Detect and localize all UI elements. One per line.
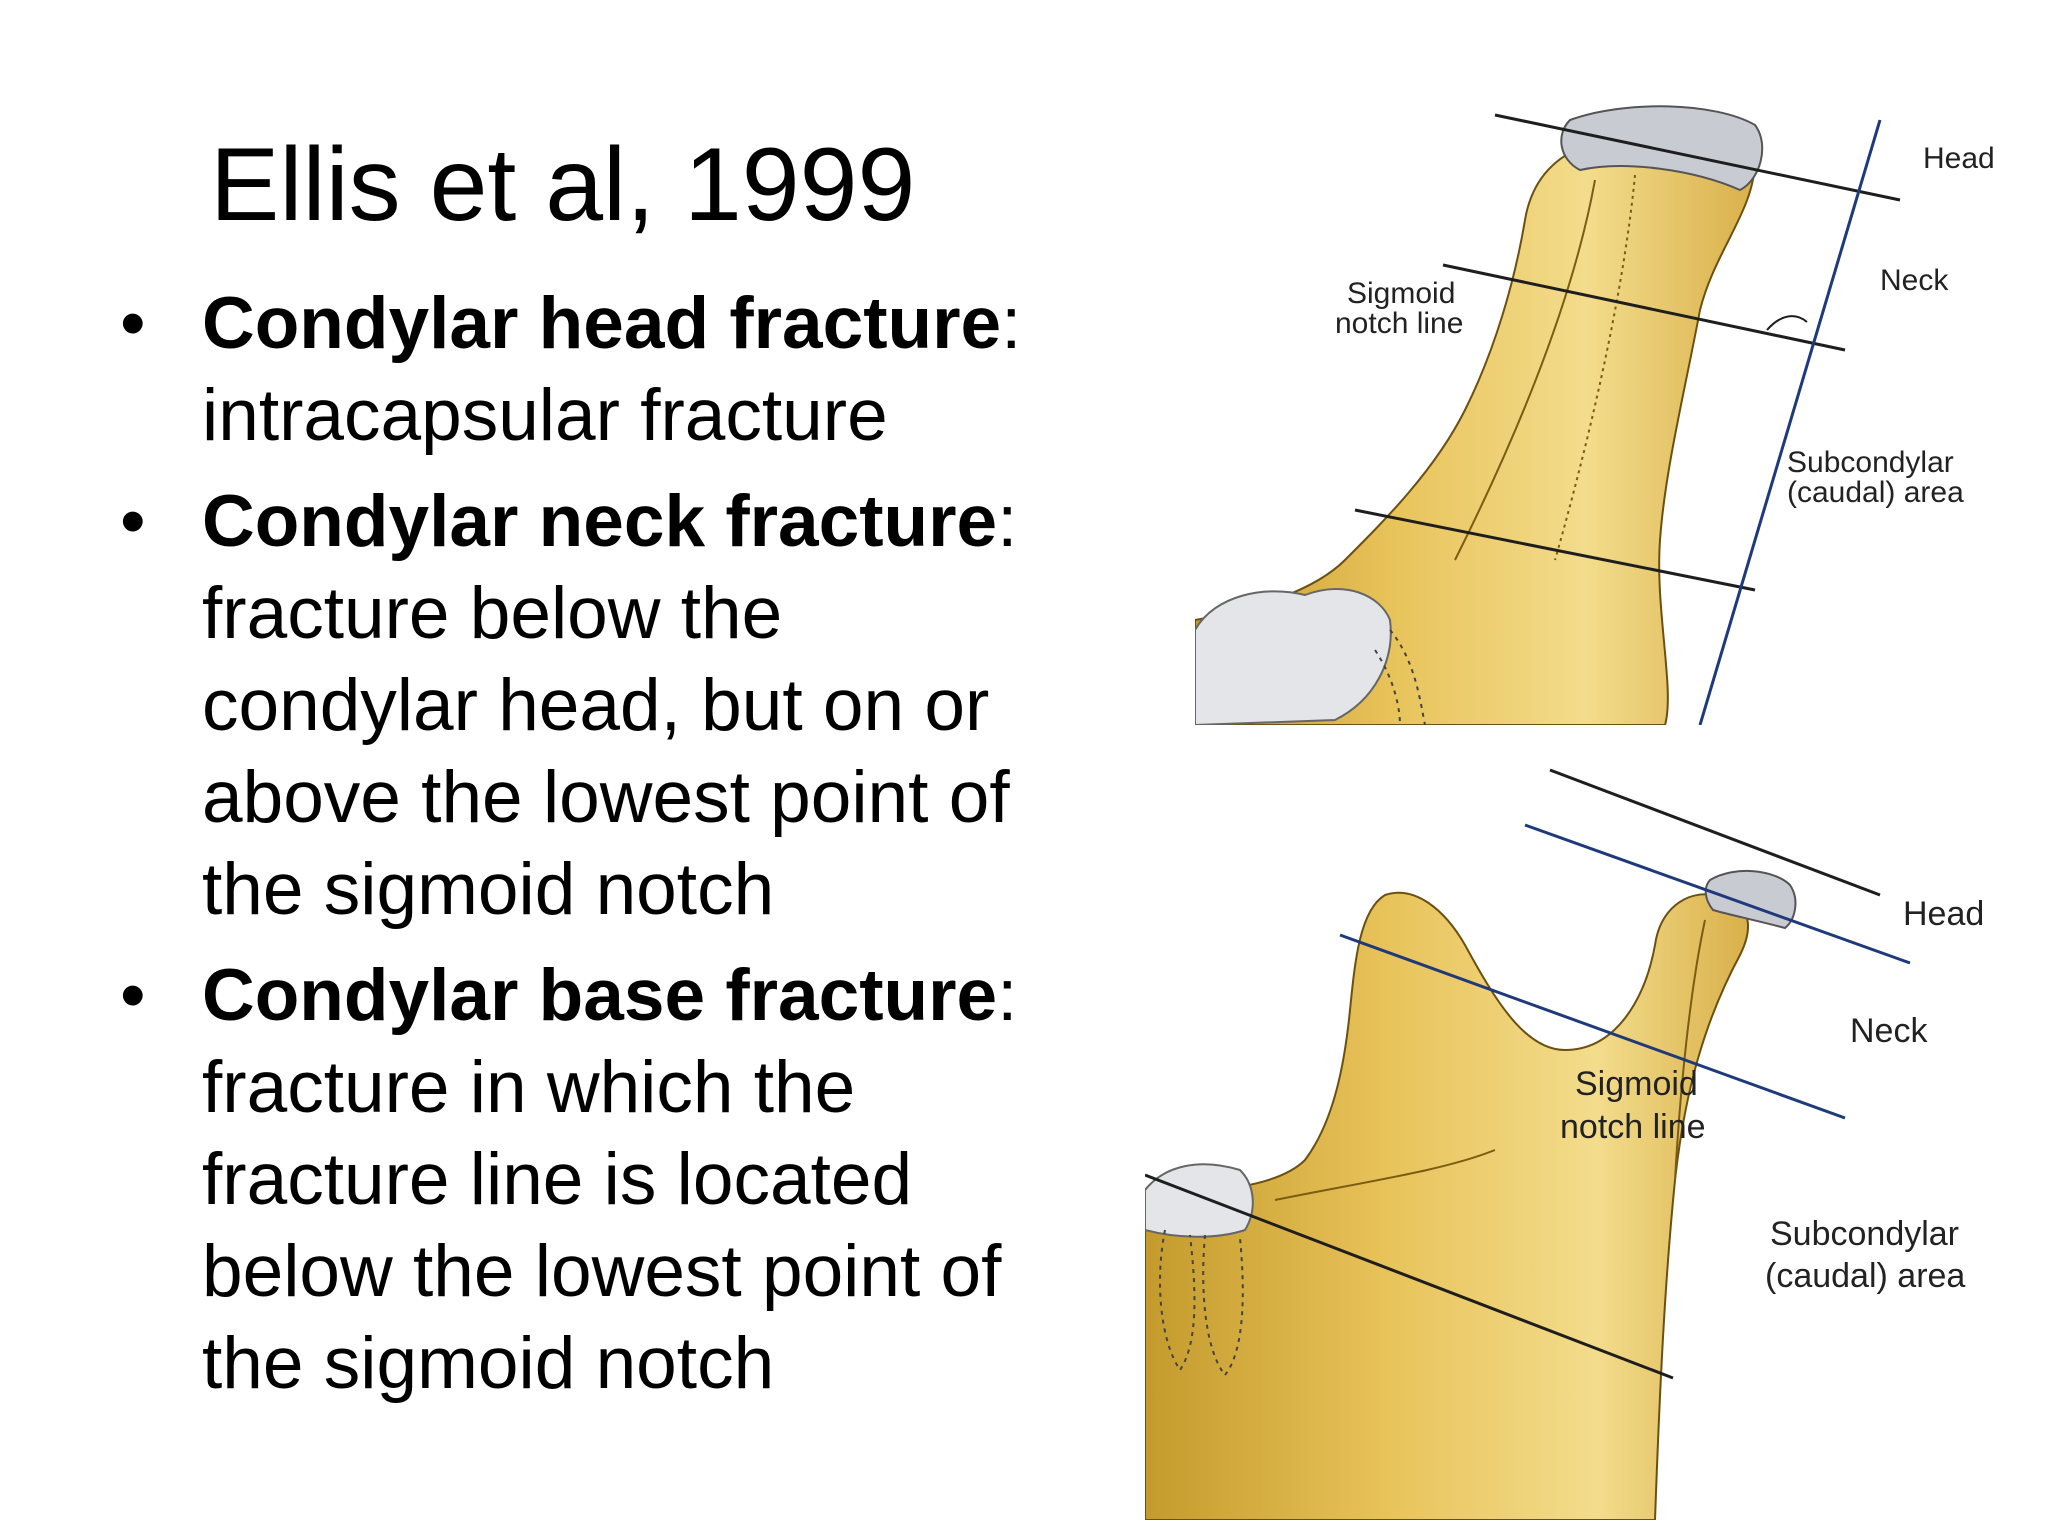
condyle-illustration-bottom: Head Neck Sigmoid notch line Subcondylar…	[1145, 768, 1984, 1520]
head-line-upper	[1549, 768, 1881, 897]
bullet-neck-fracture: • Condylar neck fracture: fracture below…	[118, 476, 1078, 936]
head-line	[1494, 113, 1901, 202]
vertical-axis-line	[1698, 119, 1882, 725]
tooth-root-outline	[1202, 1234, 1244, 1377]
bullet-dot-icon: •	[120, 955, 146, 1036]
label-sigmoid-2: notch line	[1335, 307, 1463, 340]
bullet-dot-icon: •	[120, 283, 146, 364]
molar-tooth	[1145, 1163, 1254, 1238]
bullet-base-fracture: • Condylar base fracture: fracture in wh…	[118, 950, 1078, 1410]
term-head-fracture: Condylar head fracture	[202, 283, 1002, 364]
condylar-head-cartilage	[1560, 105, 1764, 192]
label-head: Head	[1923, 142, 1995, 175]
ridge-line	[1454, 179, 1596, 561]
label-neck: Neck	[1850, 1012, 1928, 1050]
caudal-line	[1354, 508, 1756, 592]
definition-neck-fracture: fracture below the condylar head, but on…	[202, 573, 1010, 930]
tooth-root-outline	[1159, 1229, 1196, 1372]
ridge-line	[1554, 174, 1636, 561]
term-separator: :	[997, 955, 1018, 1036]
tooth-root-outline	[1374, 649, 1401, 725]
bullet-head-fracture: • Condylar head fracture: intracapsular …	[118, 278, 1078, 462]
term-base-fracture: Condylar base fracture	[202, 955, 998, 1036]
slide-title: Ellis et al, 1999	[210, 127, 916, 243]
ridge-line	[1674, 919, 1706, 1181]
label-sigmoid-1: Sigmoid	[1347, 277, 1455, 310]
sigmoid-notch-line-bottom	[1339, 933, 1846, 1120]
label-sigmoid-2: notch line	[1560, 1108, 1706, 1146]
term-neck-fracture: Condylar neck fracture	[202, 481, 998, 562]
condyle-diagram-bottom: Head Neck Sigmoid notch line Subcondylar…	[1145, 760, 2048, 1520]
head-line	[1524, 823, 1911, 965]
label-subcondylar-2: (caudal) area	[1765, 1257, 1965, 1295]
label-sigmoid-1: Sigmoid	[1575, 1065, 1698, 1103]
definition-head-fracture: intracapsular fracture	[202, 375, 888, 456]
label-subcondylar-1: Subcondylar	[1787, 446, 1954, 479]
label-head: Head	[1903, 895, 1984, 933]
definition-base-fracture: fracture in which the fracture line is l…	[202, 1047, 1002, 1404]
right-angle-marker	[1766, 315, 1808, 331]
sigmoid-notch-line-top	[1442, 263, 1846, 352]
ramus-shape	[1195, 136, 1757, 725]
bullet-dot-icon: •	[120, 481, 146, 562]
bullet-list: • Condylar head fracture: intracapsular …	[118, 278, 1078, 1424]
tooth-root-outline	[1389, 629, 1426, 725]
ridge-line	[1274, 1149, 1496, 1201]
condyle-diagram-top: Head Neck Sigmoid notch line Subcondylar…	[1195, 90, 2048, 725]
label-subcondylar-2: (caudal) area	[1787, 476, 1964, 509]
label-subcondylar-1: Subcondylar	[1770, 1215, 1959, 1253]
caudal-line	[1145, 1173, 1674, 1380]
molar-tooth	[1195, 588, 1392, 725]
term-separator: :	[1001, 283, 1022, 364]
term-separator: :	[997, 481, 1018, 562]
label-neck: Neck	[1880, 264, 1949, 297]
condyle-illustration-top: Head Neck Sigmoid notch line Subcondylar…	[1195, 105, 1995, 725]
